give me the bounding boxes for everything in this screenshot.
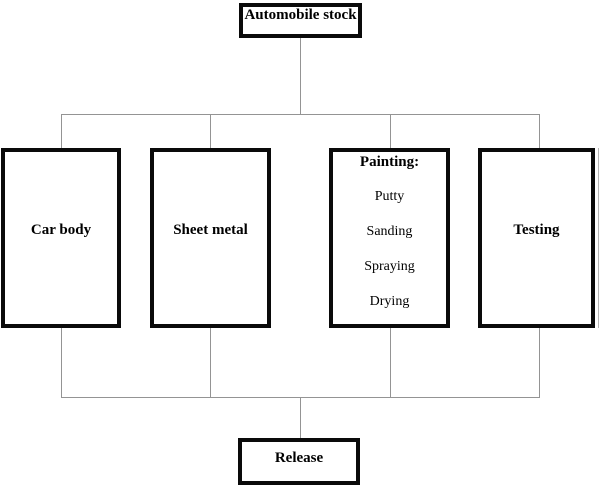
node-sheet-metal-label: Sheet metal [173, 222, 248, 238]
node-painting: Painting: Putty Sanding Spraying Drying [329, 148, 450, 328]
connector-rise-sheetmetal [210, 328, 211, 397]
connector-drop-carbody [61, 114, 62, 148]
connector-drop-painting [390, 114, 391, 150]
connector-release-stem [300, 397, 301, 438]
connector-drop-sheetmetal [210, 114, 211, 148]
connector-rise-testing [539, 328, 540, 397]
connector-top-bar [61, 114, 540, 115]
connector-drop-testing [539, 114, 540, 148]
node-sheet-metal: Sheet metal [150, 148, 271, 328]
edge-artifact-line [598, 148, 599, 328]
connector-rise-carbody [61, 328, 62, 397]
node-car-body-label: Car body [30, 222, 92, 238]
painting-step-drying: Drying [369, 294, 410, 309]
painting-step-sanding: Sanding [366, 224, 413, 239]
painting-step-putty: Putty [374, 189, 405, 204]
node-release-label: Release [274, 449, 324, 466]
node-release: Release [238, 438, 360, 485]
node-testing: Testing [478, 148, 595, 328]
node-testing-label: Testing [513, 222, 560, 238]
connector-root-stem [300, 38, 301, 114]
node-car-body: Car body [1, 148, 121, 328]
painting-steps-list: Painting: Putty Sanding Spraying Drying [333, 152, 446, 310]
node-painting-label: Painting: [359, 154, 420, 170]
painting-step-spraying: Spraying [364, 259, 415, 274]
node-automobile-stock-label: Automobile stock [244, 7, 357, 23]
node-automobile-stock: Automobile stock [239, 3, 362, 38]
connector-rise-painting [390, 328, 391, 397]
